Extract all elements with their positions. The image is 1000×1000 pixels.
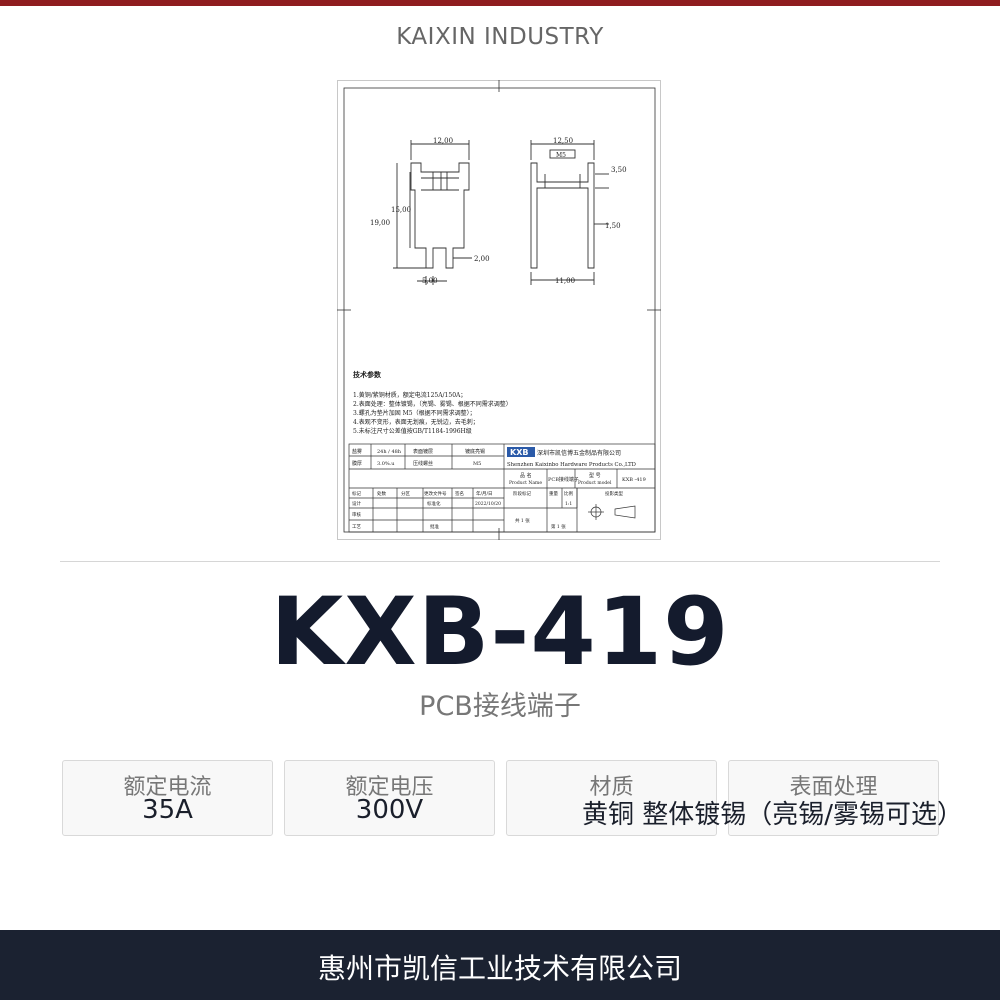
svg-text:批准: 批准 bbox=[430, 523, 439, 530]
svg-text:重量: 重量 bbox=[549, 490, 558, 497]
dim-thickness-3-5: 3,50 bbox=[611, 166, 627, 174]
svg-text:KXB: KXB bbox=[510, 448, 528, 457]
spec-label-current: 额定电流 bbox=[123, 775, 212, 800]
tech-line-2: 2.表面处理：整体镀锡，（亮锡、雾锡、根据不同需求调整） bbox=[353, 400, 512, 408]
title-block bbox=[348, 443, 656, 533]
svg-text:品 名: 品 名 bbox=[520, 472, 532, 479]
svg-text:压线螺丝: 压线螺丝 bbox=[413, 460, 433, 467]
side-view-drawing bbox=[530, 140, 609, 285]
svg-text:标准化: 标准化 bbox=[427, 500, 441, 507]
dim-gap-5: 5,00 bbox=[422, 277, 438, 285]
svg-text:Product Name: Product Name bbox=[509, 480, 542, 486]
spec-value-material: 黄铜 整体镀锡（亮锡/雾锡可选） bbox=[582, 800, 964, 830]
svg-text:设计: 设计 bbox=[352, 500, 361, 507]
company-cn: 深圳市凯信博五金制品有限公司 bbox=[537, 449, 621, 457]
svg-text:镀底亮锡: 镀底亮锡 bbox=[465, 448, 485, 455]
svg-text:第 1 张: 第 1 张 bbox=[551, 523, 566, 530]
svg-text:工艺: 工艺 bbox=[352, 524, 361, 530]
footer-bar: 惠州市凯信工业技术有限公司 bbox=[0, 930, 1000, 1000]
brand-name: KAIXIN INDUSTRY bbox=[396, 24, 604, 50]
spec-card-voltage: 额定电压 300V bbox=[284, 760, 495, 836]
svg-text:膜厚: 膜厚 bbox=[352, 460, 362, 467]
dim-thread-m5: M5 bbox=[556, 152, 566, 159]
spec-card-material: 材质 bbox=[506, 760, 717, 836]
tech-line-1: 1.黄铜/紫铜材质，额定电流125A/150A； bbox=[353, 391, 466, 399]
dim-thickness-1-5: 1,50 bbox=[605, 222, 621, 230]
company-en: Shenzhen Kaixinbo Hardware Products Co.,… bbox=[507, 462, 636, 468]
tech-title: 技术参数 bbox=[353, 370, 382, 379]
title-block-product-name: PCB接线端子 bbox=[548, 476, 579, 483]
dim-height-15: 15,00 bbox=[391, 206, 411, 214]
technical-drawing: 12,00 15,00 19,00 5,00 2,00 12,50 M5 3,5… bbox=[337, 80, 661, 540]
spec-value-voltage: 300V bbox=[355, 795, 424, 825]
title-block-model: KXB -419 bbox=[622, 477, 646, 483]
dim-width-12-5: 12,50 bbox=[553, 137, 573, 145]
svg-text:型 号: 型 号 bbox=[589, 472, 601, 479]
svg-text:年/月/日: 年/月/日 bbox=[476, 490, 493, 497]
svg-text:阶段标记: 阶段标记 bbox=[513, 490, 531, 497]
svg-text:2022/10/20: 2022/10/20 bbox=[475, 501, 501, 507]
dim-height-19: 19,00 bbox=[370, 219, 390, 227]
product-model: KXB-419 bbox=[270, 578, 730, 687]
svg-text:审核: 审核 bbox=[352, 511, 361, 518]
top-accent-bar bbox=[0, 0, 1000, 6]
svg-text:1:1: 1:1 bbox=[565, 501, 572, 507]
svg-text:投影类型: 投影类型 bbox=[605, 490, 623, 497]
svg-text:比例: 比例 bbox=[564, 490, 573, 497]
spec-label-material: 材质 bbox=[589, 775, 634, 800]
svg-text:签名: 签名 bbox=[455, 490, 464, 497]
product-subtitle: PCB接线端子 bbox=[419, 691, 581, 722]
svg-text:3.0%.u: 3.0%.u bbox=[377, 461, 395, 467]
spec-value-current: 35A bbox=[142, 795, 193, 825]
spec-label-surface: 表面处理 bbox=[789, 775, 878, 800]
svg-text:更改文件号: 更改文件号 bbox=[424, 490, 447, 497]
svg-text:表面镀层: 表面镀层 bbox=[413, 448, 433, 455]
svg-text:分区: 分区 bbox=[401, 490, 410, 497]
section-divider bbox=[60, 561, 940, 562]
svg-text:标记: 标记 bbox=[352, 490, 361, 497]
tech-line-5: 5.未标注尺寸公差值按GB/T1184-1996H级 bbox=[353, 427, 472, 435]
dim-width-11: 11,00 bbox=[555, 277, 575, 285]
spec-card-surface: 表面处理 bbox=[728, 760, 939, 836]
svg-text:24h / 48h: 24h / 48h bbox=[377, 449, 402, 455]
tech-line-3: 3.螺孔为垫片加固 M5（根据不同需求调整）； bbox=[353, 409, 476, 417]
svg-text:处数: 处数 bbox=[377, 490, 386, 497]
svg-text:共 1 张: 共 1 张 bbox=[515, 517, 530, 524]
kxb-logo bbox=[507, 447, 535, 457]
spec-card-current: 额定电流 35A bbox=[62, 760, 273, 836]
dim-leg-2: 2,00 bbox=[474, 255, 490, 263]
tech-line-4: 4.表观不变形，表面无划痕，无锐边，去毛刺； bbox=[353, 418, 479, 426]
dim-width-12: 12,00 bbox=[433, 137, 453, 145]
spec-label-voltage: 额定电压 bbox=[345, 775, 434, 800]
svg-text:Product model: Product model bbox=[578, 480, 612, 486]
front-view-drawing bbox=[393, 140, 472, 285]
svg-text:M5: M5 bbox=[473, 461, 481, 467]
footer-company: 惠州市凯信工业技术有限公司 bbox=[317, 952, 682, 985]
svg-text:盐雾: 盐雾 bbox=[352, 448, 362, 455]
